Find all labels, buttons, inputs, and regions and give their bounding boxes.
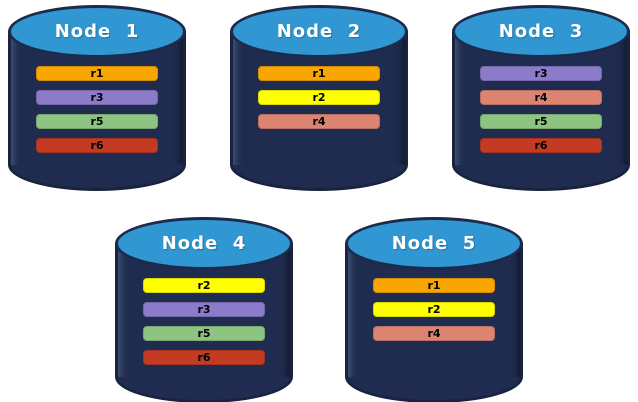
node-title: Node 2	[276, 21, 362, 42]
replica-bar-stack: r1 r2 r4	[345, 278, 523, 341]
node-title: Node 5	[391, 233, 477, 254]
node-title: Node 1	[54, 21, 140, 42]
replica-bar: r5	[36, 114, 158, 129]
cylinder-top: Node 3	[452, 5, 630, 58]
replica-bar: r1	[373, 278, 495, 293]
node-title: Node 3	[498, 21, 584, 42]
replica-bar: r6	[480, 138, 602, 153]
bottom-row: Node 4 r2 r3 r5 r6 Node 5 r1 r2 r4	[0, 217, 638, 402]
replica-bar: r3	[36, 90, 158, 105]
replica-bar: r1	[36, 66, 158, 81]
cylinder-top: Node 2	[230, 5, 408, 58]
node-2-cylinder: Node 2 r1 r2 r4	[230, 5, 408, 191]
top-row: Node 1 r1 r3 r5 r6 Node 2 r1 r2 r4	[0, 5, 638, 191]
replica-bar: r4	[480, 90, 602, 105]
node-4-cylinder: Node 4 r2 r3 r5 r6	[115, 217, 293, 402]
replica-bar-stack: r1 r3 r5 r6	[8, 66, 186, 153]
replica-bar: r4	[373, 326, 495, 341]
replica-bar: r4	[258, 114, 380, 129]
replica-bar-stack: r2 r3 r5 r6	[115, 278, 293, 365]
replica-bar-stack: r3 r4 r5 r6	[452, 66, 630, 153]
node-5-cylinder: Node 5 r1 r2 r4	[345, 217, 523, 402]
cylinder-top: Node 5	[345, 217, 523, 270]
replica-bar: r6	[143, 350, 265, 365]
replica-bar: r3	[143, 302, 265, 317]
replica-bar: r6	[36, 138, 158, 153]
node-3-cylinder: Node 3 r3 r4 r5 r6	[452, 5, 630, 191]
node-title: Node 4	[161, 233, 247, 254]
replica-bar: r5	[143, 326, 265, 341]
replica-bar-stack: r1 r2 r4	[230, 66, 408, 129]
cylinder-top: Node 4	[115, 217, 293, 270]
replica-bar: r5	[480, 114, 602, 129]
replica-bar: r2	[373, 302, 495, 317]
node-1-cylinder: Node 1 r1 r3 r5 r6	[8, 5, 186, 191]
replica-bar: r2	[258, 90, 380, 105]
replica-bar: r2	[143, 278, 265, 293]
replica-bar: r1	[258, 66, 380, 81]
cylinder-top: Node 1	[8, 5, 186, 58]
replica-bar: r3	[480, 66, 602, 81]
